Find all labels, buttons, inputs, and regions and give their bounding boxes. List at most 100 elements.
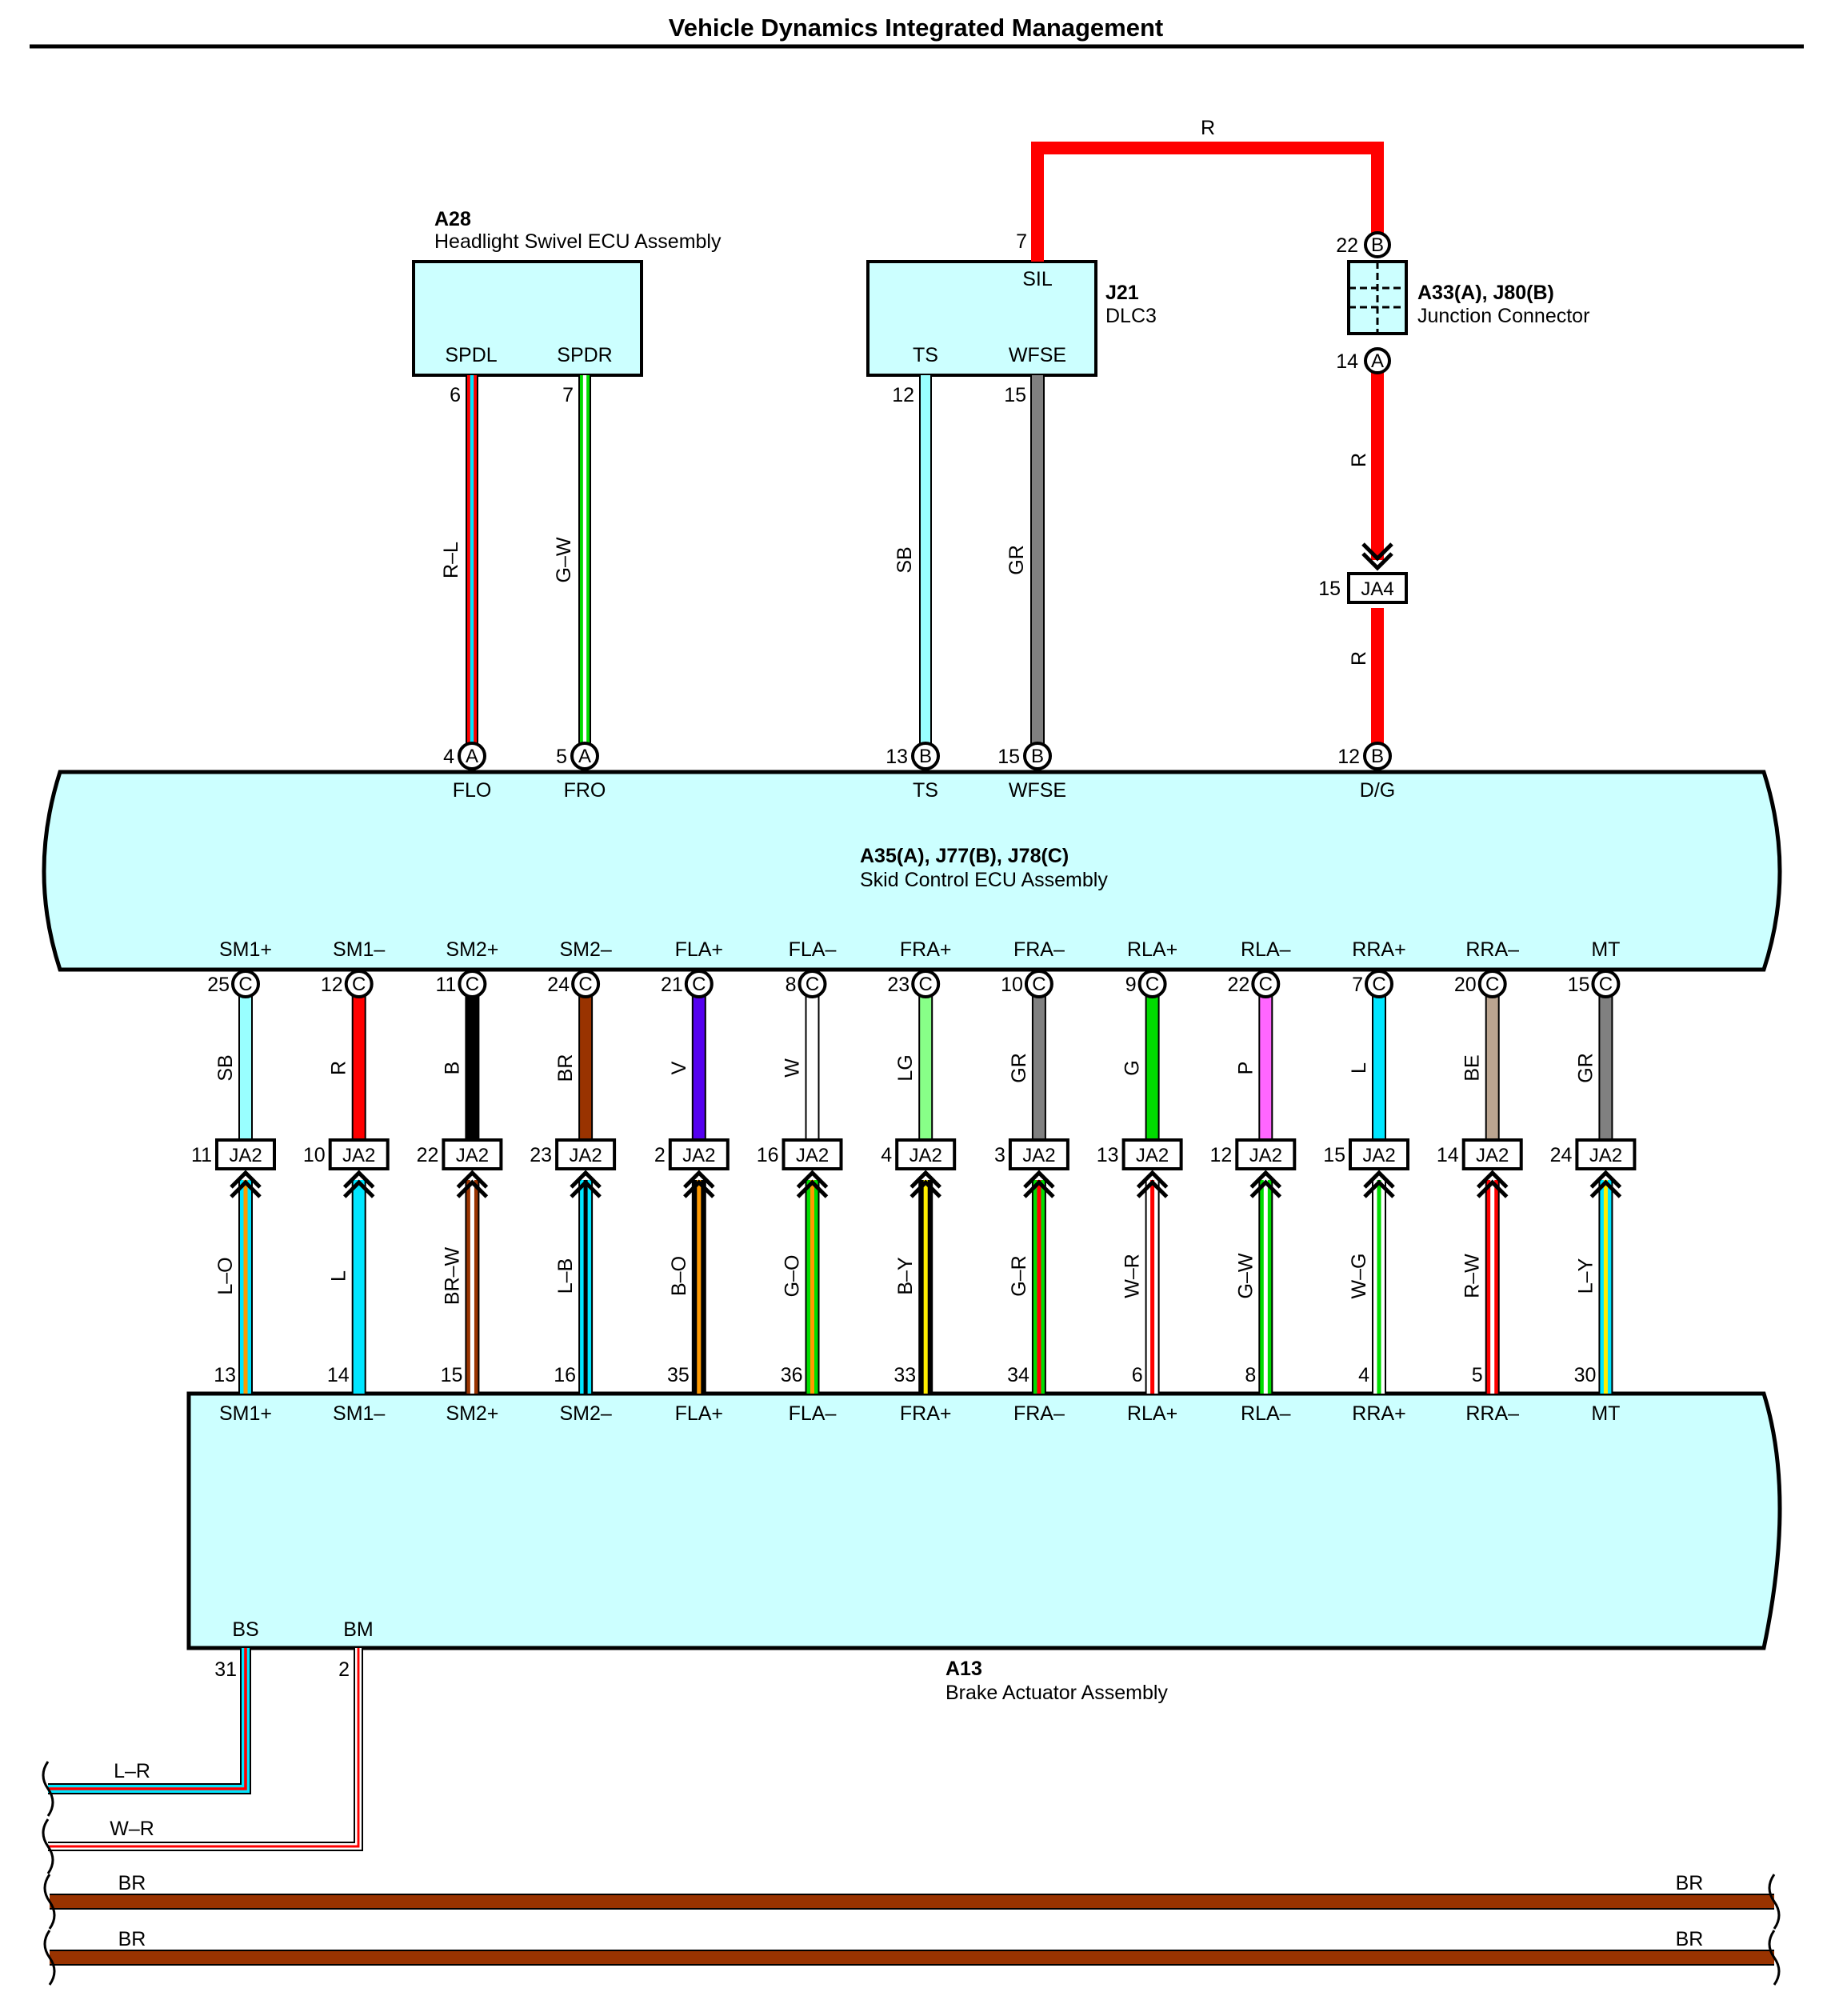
- channel-framinus-chevron-2: [1023, 1179, 1055, 1198]
- top-wire-3-conn: [911, 742, 940, 770]
- channel-flaplus-lower-color: B–O: [668, 1256, 690, 1296]
- channel-rlaplus-upper-wire-base: [1146, 996, 1158, 1140]
- channel-flaplus-ja2-box: [668, 1138, 730, 1170]
- channel-fraplus-ja2-box: [895, 1138, 957, 1170]
- channel-rraplus-c-conn: [1365, 970, 1393, 998]
- channel-rlaplus-ja2-label: JA2: [1136, 1145, 1169, 1166]
- ecu-actuator-channels: SM1+SBC25JA211L–O13SM1+SM1–RC12JA210L14S…: [191, 938, 1637, 1425]
- channel-sm2minus-chevron-1: [570, 1170, 602, 1189]
- channel-rlaplus-ecu-label: RLA+: [1127, 938, 1177, 961]
- channel-sm1minus-act-label: SM1–: [333, 1402, 385, 1425]
- dg-pin: 12: [1337, 746, 1360, 768]
- top-wire-1-conn: [458, 742, 486, 770]
- top-wire-1-conn-letter: A: [466, 746, 478, 767]
- brake-wire-bs: [48, 1648, 251, 1794]
- channel-sm1minus-upper-wire-base: [353, 996, 365, 1140]
- channel-sm2minus-upper-wire: [578, 996, 594, 1140]
- channel-sm1plus-upper-color: SB: [214, 1054, 237, 1081]
- break-mark-left-1: [42, 1761, 54, 1817]
- junction-name: Junction Connector: [1417, 305, 1589, 327]
- junction-connector: B 22 A 14 A33(A), J80(B) Junction Connec…: [1336, 231, 1589, 374]
- channel-fraplus-ja2-pin: 4: [881, 1144, 892, 1166]
- j21-name: DLC3: [1105, 305, 1157, 327]
- channel-rraplus-chevron-2: [1363, 1179, 1395, 1198]
- channel-rlaminus-act-label: RLA–: [1241, 1402, 1291, 1425]
- channel-framinus-ja2-box: [1008, 1138, 1069, 1170]
- top-wire-1: [466, 375, 478, 744]
- channel-rlaminus-upper-wire: [1258, 996, 1273, 1140]
- channel-rraplus-c-pin: 7: [1352, 974, 1363, 996]
- channel-rlaplus-act-label: RLA+: [1127, 1402, 1177, 1425]
- channel-rraplus-ja2-box: [1349, 1138, 1409, 1170]
- channel-fraplus-lower-wire-stripe: [923, 1180, 928, 1394]
- channel-mt-lower-wire-stripe: [1603, 1180, 1608, 1394]
- channel-sm2minus-c-conn-letter: C: [578, 974, 592, 995]
- channel-flaplus-ecu-label: FLA+: [675, 938, 723, 961]
- top-wire-2-color-label: G–W: [553, 537, 575, 582]
- channel-rlaminus-lower-color: G–W: [1234, 1253, 1257, 1298]
- channel-flaminus-ecu-label: FLA–: [789, 938, 837, 961]
- top-wire-2-to-pin: 5: [556, 746, 567, 768]
- channel-mt-ja2-pin: 24: [1550, 1144, 1573, 1166]
- channel-rraminus-ja2-pin: 14: [1437, 1144, 1459, 1166]
- channel-flaminus-ja2-label: JA2: [796, 1145, 829, 1166]
- top-wire-3-base: [921, 375, 930, 744]
- channel-flaminus-upper-wire: [805, 996, 820, 1140]
- channel-sm2minus-lower-wire-stripe: [583, 1180, 588, 1394]
- channel-mt-act-label: MT: [1591, 1402, 1620, 1425]
- channel-fraplus-upper-color: LG: [894, 1054, 917, 1081]
- channel-fraplus-act-label: FRA+: [900, 1402, 952, 1425]
- channel-rraminus-ja2-box: [1461, 1138, 1523, 1170]
- channel-rraminus-c-pin: 20: [1454, 974, 1477, 996]
- channel-sm1plus-chevron-1: [230, 1170, 262, 1189]
- channel-sm2minus-lower-wire: [578, 1180, 594, 1394]
- channel-sm1minus-c-pin: 12: [321, 974, 343, 996]
- channel-flaplus-chevron-2: [683, 1179, 715, 1198]
- channel-sm2minus-act-pin: 16: [554, 1364, 576, 1386]
- channel-sm2minus-upper-color: BR: [554, 1054, 577, 1082]
- top-wire-4-conn: [1023, 742, 1052, 770]
- channel-mt-upper-color: GR: [1574, 1053, 1597, 1083]
- top-wire-3-conn-letter: B: [919, 746, 932, 767]
- top-wire-4: [1030, 375, 1045, 744]
- j21-pin-sil: SIL: [1022, 268, 1053, 290]
- channel-flaminus-chevron-1: [796, 1170, 829, 1189]
- channel-framinus-upper-wire: [1031, 996, 1046, 1140]
- skid-pin-fro: FRO: [564, 779, 606, 802]
- channel-rraplus-act-pin: 4: [1358, 1364, 1369, 1386]
- a28-headlight-swivel-ecu: A28 Headlight Swivel ECU Assembly SPDL S…: [412, 208, 722, 377]
- channel-sm1plus-upper-wire-base: [240, 996, 251, 1140]
- channel-sm1minus-ecu-label: SM1–: [333, 938, 385, 961]
- brake-name: Brake Actuator Assembly: [945, 1682, 1168, 1704]
- channel-sm1plus-lower-wire-stripe: [243, 1180, 248, 1394]
- brake-wire-bm-color: W–R: [110, 1818, 154, 1840]
- brake-wire-bs-color: L–R: [114, 1760, 150, 1782]
- brake-wire-bs-stripe: [48, 1648, 247, 1790]
- page-title: Vehicle Dynamics Integrated Management: [669, 14, 1164, 42]
- channel-sm2plus-upper-wire-base: [466, 996, 478, 1140]
- top-wire-2-stripe: [582, 375, 587, 744]
- ground-wire-2-color-left: BR: [118, 1928, 146, 1950]
- channel-flaminus-lower-wire-stripe: [810, 1180, 815, 1394]
- channel-fraplus-upper-wire: [918, 996, 933, 1140]
- channel-rraplus-ja2-pin: 15: [1323, 1144, 1345, 1166]
- channel-flaplus-upper-wire: [691, 996, 706, 1140]
- channel-rraplus-chevron-1: [1363, 1170, 1395, 1189]
- channel-flaplus-upper-color: V: [668, 1061, 690, 1074]
- channel-sm2plus-ja2-pin: 22: [417, 1144, 439, 1166]
- j21-dlc3: J21 DLC3 SIL TS WFSE: [866, 260, 1157, 377]
- channel-sm2minus-ja2-label: JA2: [569, 1145, 602, 1166]
- channel-fraplus-lower-wire: [918, 1180, 933, 1394]
- channel-flaminus-upper-color: W: [782, 1058, 804, 1078]
- ground-wire-1-color-left: BR: [118, 1872, 146, 1894]
- dg-conn: [1363, 742, 1392, 770]
- channel-sm2minus-ja2-box: [555, 1138, 617, 1170]
- channel-rlaminus-c-conn-letter: C: [1259, 974, 1273, 995]
- channel-rraminus-upper-wire-base: [1486, 996, 1498, 1140]
